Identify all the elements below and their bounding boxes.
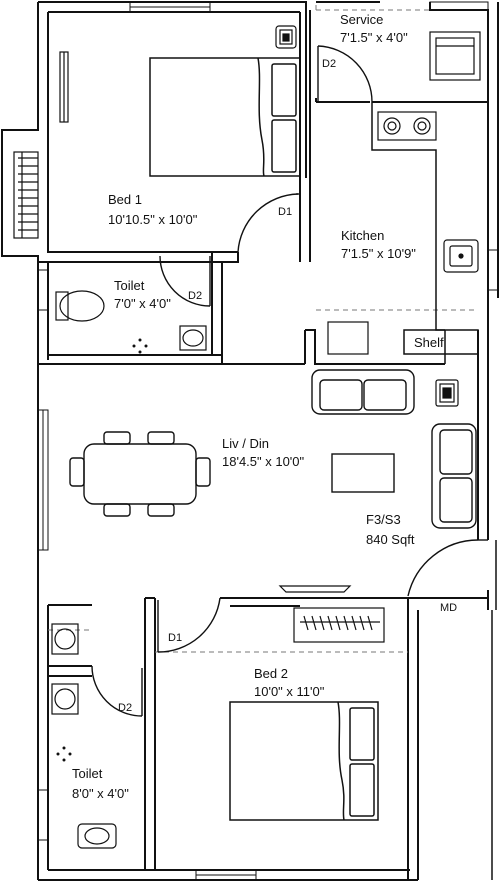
unit-code: F3/S3 [366, 512, 401, 527]
stove-icon [377, 111, 437, 141]
washbasin-icon [179, 325, 207, 351]
dashed-lines [48, 2, 478, 653]
shower-icon [56, 746, 72, 762]
door-swings [91, 45, 488, 717]
door-tag-service: D2 [322, 58, 337, 70]
kitchen-counter [371, 102, 479, 364]
kitchen-stool-icon [327, 321, 369, 355]
room-dims-toilet1: 7'0" x 4'0" [114, 296, 171, 311]
sofa-icon [311, 369, 477, 529]
room-dims-kitchen: 7'1.5" x 10'9" [341, 246, 416, 261]
shower-icon [132, 338, 148, 354]
room-dims-bed1: 10'10.5" x 10'0" [108, 212, 198, 227]
washbasin-icon [51, 623, 79, 715]
coffee-table-icon [331, 453, 395, 493]
double-bed-icon [149, 57, 301, 177]
dining-table-icon [69, 431, 211, 517]
wardrobe-icon [278, 585, 385, 643]
ac-unit-icon [275, 25, 297, 49]
washing-machine-icon [429, 31, 481, 81]
room-dims-bed2: 10'0" x 11'0" [254, 684, 325, 699]
room-name-kitchen: Kitchen [341, 228, 385, 243]
room-name-toilet2: Toilet [72, 766, 103, 781]
door-tag-bed1: D1 [278, 206, 293, 218]
door-tag-toilet2: D2 [118, 702, 133, 714]
wc-icon [55, 290, 105, 322]
double-bed-icon [229, 701, 379, 821]
room-name-bed1: Bed 1 [108, 192, 142, 207]
room-name-service: Service [340, 12, 384, 27]
shelf-label: Shelf [414, 335, 444, 350]
bay-window-icon [13, 151, 39, 239]
door-tag-bed2: D1 [168, 632, 183, 644]
door-tag-main: MD [440, 602, 458, 614]
room-dims-livdin: 18'4.5" x 10'0" [222, 454, 305, 469]
room-name-toilet1: Toilet [114, 278, 145, 293]
room-dims-toilet2: 8'0" x 4'0" [72, 786, 129, 801]
room-name-livdin: Liv / Din [222, 436, 269, 451]
room-dims-service: 7'1.5" x 4'0" [340, 30, 408, 45]
wc-icon [77, 823, 117, 849]
unit-area: 840 Sqft [366, 532, 415, 547]
wardrobe-icon [59, 51, 69, 123]
sink-icon [443, 239, 479, 273]
door-tag-toilet1: D2 [188, 290, 203, 302]
room-name-bed2: Bed 2 [254, 666, 288, 681]
refrigerator-icon [435, 379, 459, 407]
window-icon [37, 1, 499, 881]
